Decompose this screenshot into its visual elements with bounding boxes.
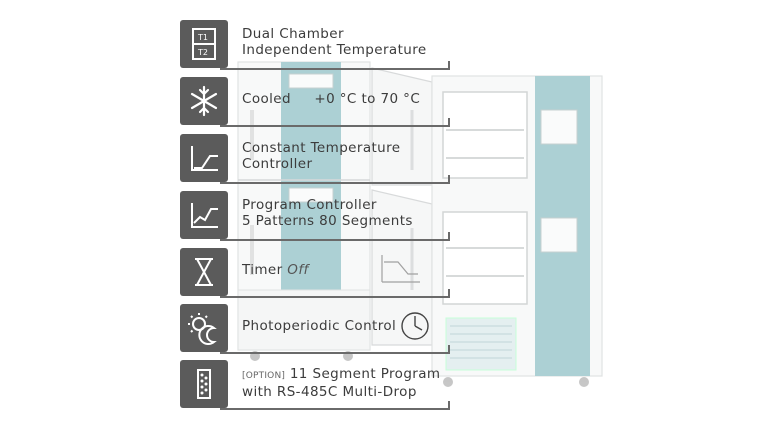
feature-line: Controller <box>242 156 313 172</box>
upper-chamber <box>442 91 528 179</box>
feature-option-program: [OPTION] 11 Segment Program with RS-485C… <box>180 360 452 410</box>
right-display-upper <box>540 109 578 145</box>
feature-text: [OPTION] 11 Segment Program with RS-485C… <box>242 366 452 400</box>
feature-constant-temperature: Constant Temperature Controller <box>180 134 452 184</box>
base-vent <box>445 317 517 371</box>
svg-text:T2: T2 <box>197 48 208 57</box>
cooled-label: Cooled <box>242 91 291 107</box>
feature-text: Cooled +0 °C to 70 °C <box>242 83 452 107</box>
feature-line: 5 Patterns 80 Segments <box>242 213 413 229</box>
feature-line: [OPTION] 11 Segment Program <box>242 366 452 384</box>
clock-graphic <box>401 312 429 340</box>
timer-label: Timer <box>242 262 283 278</box>
sun-moon-icon <box>180 304 228 352</box>
divider <box>220 61 450 70</box>
feature-text: Dual Chamber Independent Temperature <box>242 26 452 58</box>
serial-port-icon <box>180 360 228 408</box>
feature-line: Dual Chamber <box>242 26 344 42</box>
feature-line: Photoperiodic Control <box>242 318 397 334</box>
feature-line: Timer Off <box>242 262 452 278</box>
feature-program-controller: Program Controller 5 Patterns 80 Segment… <box>180 191 452 241</box>
left-display-upper <box>288 73 334 89</box>
feature-line: Constant Temperature <box>242 140 401 156</box>
right-caster-1 <box>443 377 453 387</box>
divider <box>220 289 450 298</box>
feature-line: Cooled +0 °C to 70 °C <box>242 91 452 107</box>
constant-temperature-curve-icon <box>180 134 228 182</box>
feature-text: Timer Off <box>242 254 452 278</box>
lower-chamber <box>442 211 528 305</box>
hourglass-icon <box>180 248 228 296</box>
divider <box>220 118 450 127</box>
feature-text: Photoperiodic Control <box>242 310 452 334</box>
divider <box>220 232 450 241</box>
feature-text: Constant Temperature Controller <box>242 140 452 172</box>
timer-value: Off <box>287 262 309 278</box>
option-line-1: 11 Segment Program <box>289 366 441 382</box>
divider <box>220 401 450 410</box>
feature-line: Program Controller <box>242 197 377 213</box>
cooled-range: +0 °C to 70 °C <box>314 91 421 107</box>
feature-text: Program Controller 5 Patterns 80 Segment… <box>242 197 452 229</box>
feature-photoperiodic: Photoperiodic Control <box>180 304 452 354</box>
left-display-lower <box>288 187 334 203</box>
door-program-graphic <box>381 255 420 283</box>
program-curve-icon <box>180 191 228 239</box>
option-tag: [OPTION] <box>242 371 286 381</box>
svg-text:T1: T1 <box>197 33 208 42</box>
feature-cooled: Cooled +0 °C to 70 °C <box>180 77 452 127</box>
divider <box>220 175 450 184</box>
option-line-2: with RS-485C Multi-Drop <box>242 384 417 400</box>
divider <box>220 345 450 354</box>
snowflake-icon <box>180 77 228 125</box>
right-caster-2 <box>579 377 589 387</box>
feature-line: Independent Temperature <box>242 42 427 58</box>
feature-timer: Timer Off <box>180 248 452 298</box>
right-display-lower <box>540 217 578 253</box>
